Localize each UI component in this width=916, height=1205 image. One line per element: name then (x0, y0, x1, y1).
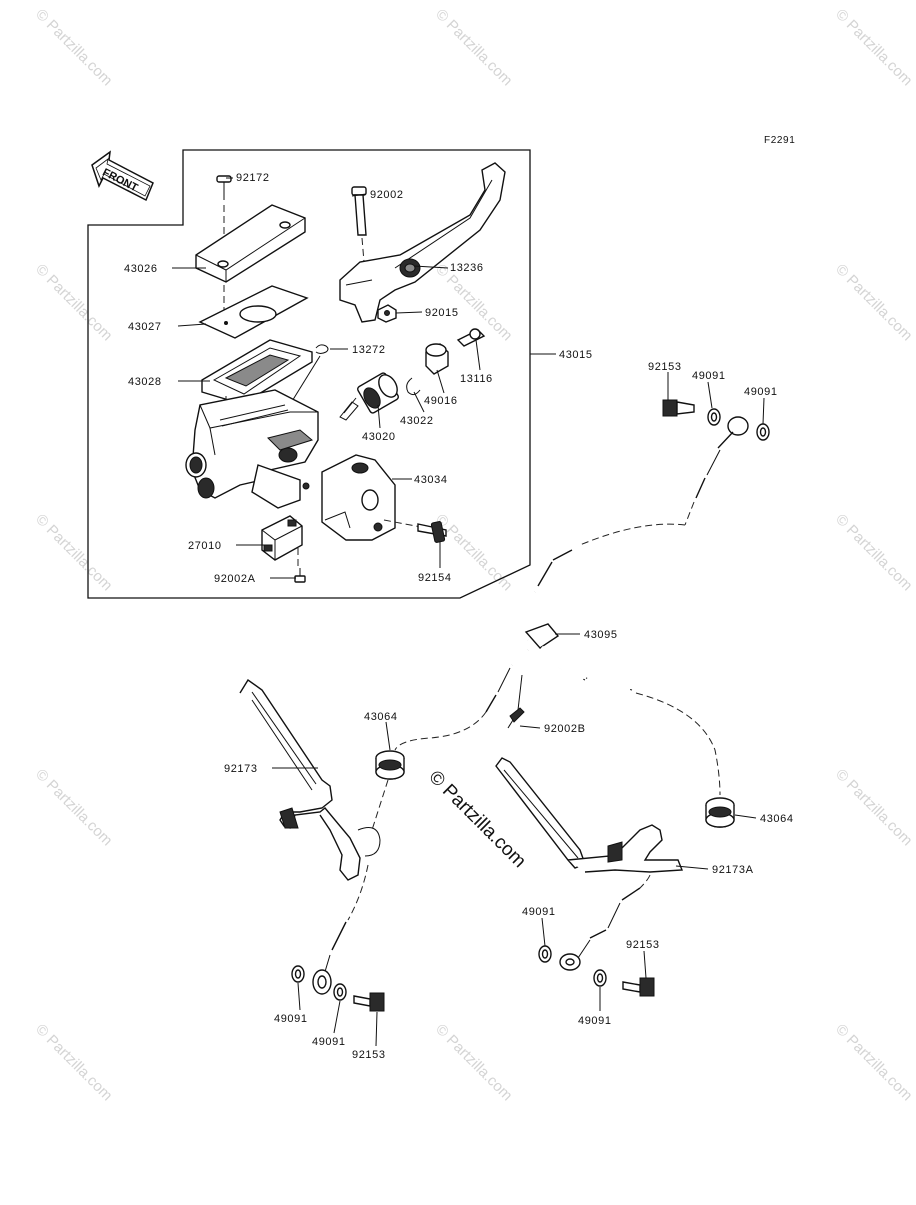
label-27010: 27010 (188, 540, 222, 552)
label-49091-mid: 49091 (522, 906, 556, 918)
watermark: © Partzilla.com (32, 6, 115, 89)
label-43064-right: 43064 (760, 813, 794, 825)
bolt-92002B-icon (507, 707, 525, 729)
label-43034: 43034 (414, 474, 448, 486)
watermark: © Partzilla.com (832, 261, 915, 344)
washer-49091-top-a-icon (707, 408, 721, 426)
label-43064-left: 43064 (364, 711, 398, 723)
hose-fitting-bl-icon (312, 921, 347, 995)
label-13116: 13116 (460, 373, 493, 385)
clamp-43034-icon (321, 454, 427, 541)
label-13236: 13236 (450, 262, 484, 274)
watermark: © Partzilla.com (832, 766, 915, 849)
clip-13272-icon (315, 344, 329, 354)
label-13272: 13272 (352, 344, 386, 356)
switch-27010-icon (261, 515, 303, 568)
hose-dashed (639, 874, 651, 889)
banjo-bolt-92153-bl-icon (353, 992, 385, 1012)
hose-dashed (635, 692, 721, 796)
label-49091-bl-b: 49091 (312, 1036, 346, 1048)
label-43026: 43026 (124, 263, 158, 275)
label-43022: 43022 (400, 415, 434, 427)
label-92015: 92015 (425, 307, 459, 319)
label-92154: 92154 (418, 572, 452, 584)
hose-dashed (579, 523, 686, 546)
label-43020: 43020 (362, 431, 396, 443)
reservoir-cap-43026-icon (195, 204, 306, 320)
grommet-43064-right-icon (705, 797, 735, 828)
screw-92002A-icon (294, 568, 306, 583)
label-92173: 92173 (224, 763, 258, 775)
watermark: © Partzilla.com (832, 6, 915, 89)
hose-dashed (394, 711, 487, 751)
circlip-43022-icon (406, 377, 421, 396)
figure-code: F2291 (764, 135, 795, 146)
hose-fitting-br-icon (559, 887, 641, 971)
boot-49016-icon (425, 343, 449, 375)
label-43028: 43028 (128, 376, 162, 388)
watermark: © Partzilla.com (32, 1021, 115, 1104)
label-92172: 92172 (236, 172, 270, 184)
banjo-bolt-92153-top-icon (662, 399, 695, 417)
washer-49091-mid-icon (538, 945, 552, 963)
hose-fitting-top-icon (684, 416, 749, 526)
label-92153-top: 92153 (648, 361, 682, 373)
label-49091-br: 49091 (578, 1015, 612, 1027)
front-arrow-icon: FRONT (91, 150, 154, 202)
hose-43095-icon (485, 549, 633, 713)
assembly-box (87, 149, 531, 599)
label-49091-top-b: 49091 (744, 386, 778, 398)
watermark: © Partzilla.com (832, 1021, 915, 1104)
nut-92015-icon (377, 304, 397, 323)
washer-49091-bl-a-icon (291, 965, 305, 983)
washer-49091-br-icon (593, 969, 607, 987)
bolt-92002-icon (351, 186, 367, 263)
label-49091-top-a: 49091 (692, 370, 726, 382)
master-cylinder-body-icon (185, 389, 319, 509)
diaphragm-43028-icon (201, 339, 313, 420)
label-43027: 43027 (128, 321, 162, 333)
watermark: © Partzilla.com (832, 511, 915, 594)
watermark: © Partzilla.com (32, 511, 115, 594)
label-92153-bl: 92153 (352, 1049, 386, 1061)
label-92002A: 92002A (214, 573, 256, 585)
leader-lines (172, 177, 765, 1047)
label-92002B: 92002B (544, 723, 586, 735)
watermark: © Partzilla.com (32, 261, 115, 344)
lever-13236-icon (339, 162, 506, 323)
label-92173A: 92173A (712, 864, 754, 876)
label-49016: 49016 (424, 395, 458, 407)
piston-43020-icon (339, 372, 399, 421)
watermark: © Partzilla.com (32, 766, 115, 849)
bolt-92154-icon (417, 521, 447, 543)
watermark: © Partzilla.com (432, 6, 515, 89)
grommet-43064-left-icon (375, 750, 405, 780)
banjo-bolt-92153-right-icon (622, 977, 655, 997)
label-49091-bl-a: 49091 (274, 1013, 308, 1025)
washer-49091-top-b-icon (756, 423, 770, 441)
bracket-92173A-icon (495, 757, 684, 873)
watermark: © Partzilla.com (432, 1021, 515, 1104)
hose-dashed (371, 779, 389, 831)
watermark-layer: © Partzilla.com © Partzilla.com © Partzi… (32, 6, 915, 1104)
washer-49091-bl-b-icon (333, 983, 347, 1001)
label-43015: 43015 (559, 349, 593, 361)
plate-43027-icon (198, 285, 309, 339)
bracket-92173-icon (239, 678, 381, 881)
pivot-13116-icon (456, 328, 486, 347)
label-43095: 43095 (584, 629, 618, 641)
label-92153-right: 92153 (626, 939, 660, 951)
hose-dashed (347, 864, 369, 921)
label-92002: 92002 (370, 189, 404, 201)
